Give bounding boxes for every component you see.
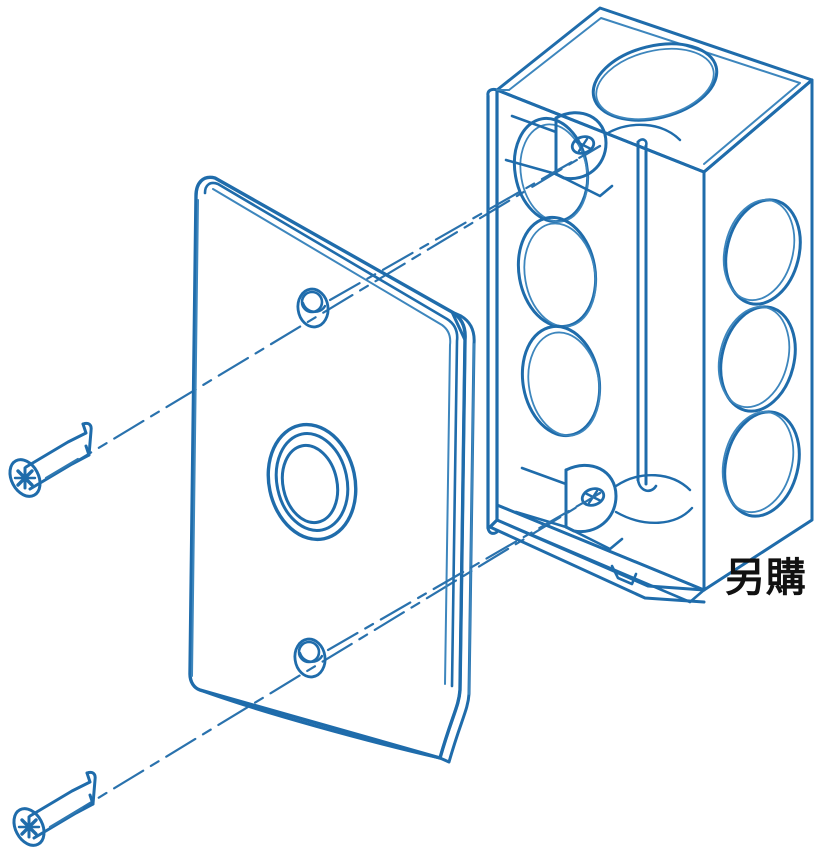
box-bottom-front-rail: [495, 518, 706, 592]
wall-plate-face: [188, 175, 467, 760]
wall-plate-screw-hole-lower: [293, 637, 327, 679]
mounting-ear-upper: [504, 111, 614, 198]
box-right-face: [702, 78, 814, 592]
knockout-top: [591, 42, 719, 122]
screw-head: [8, 458, 42, 498]
box-front-flange-left: [488, 88, 499, 529]
wall-plate: [188, 175, 476, 764]
phillips-cross-icon: [17, 815, 41, 839]
mounting-screw-lower: [12, 770, 97, 847]
electrical-box: [486, 6, 814, 604]
assembly-axis-lower: [60, 491, 602, 822]
assembly-axis-upper: [60, 144, 602, 472]
knockouts-right-face: [717, 198, 802, 518]
ear-screw-hole: [570, 135, 596, 155]
wall-plate-center-opening: [266, 422, 358, 542]
assembly-axis-lower-overlay: [326, 491, 602, 652]
box-top-face: [495, 6, 814, 174]
phillips-cross-icon: [13, 466, 37, 490]
wall-plate-edge-face: [438, 310, 476, 764]
assembly-axis-upper-overlay: [328, 144, 602, 302]
mounting-screw-upper: [8, 421, 93, 498]
knockouts-back-wall: [512, 116, 602, 438]
sold-separately-label: 另購: [725, 555, 807, 601]
screw-head: [12, 807, 46, 847]
ear-screw-hole: [580, 487, 606, 507]
mounting-ear-lower: [514, 463, 624, 551]
wall-plate-screw-hole-upper: [296, 287, 330, 329]
